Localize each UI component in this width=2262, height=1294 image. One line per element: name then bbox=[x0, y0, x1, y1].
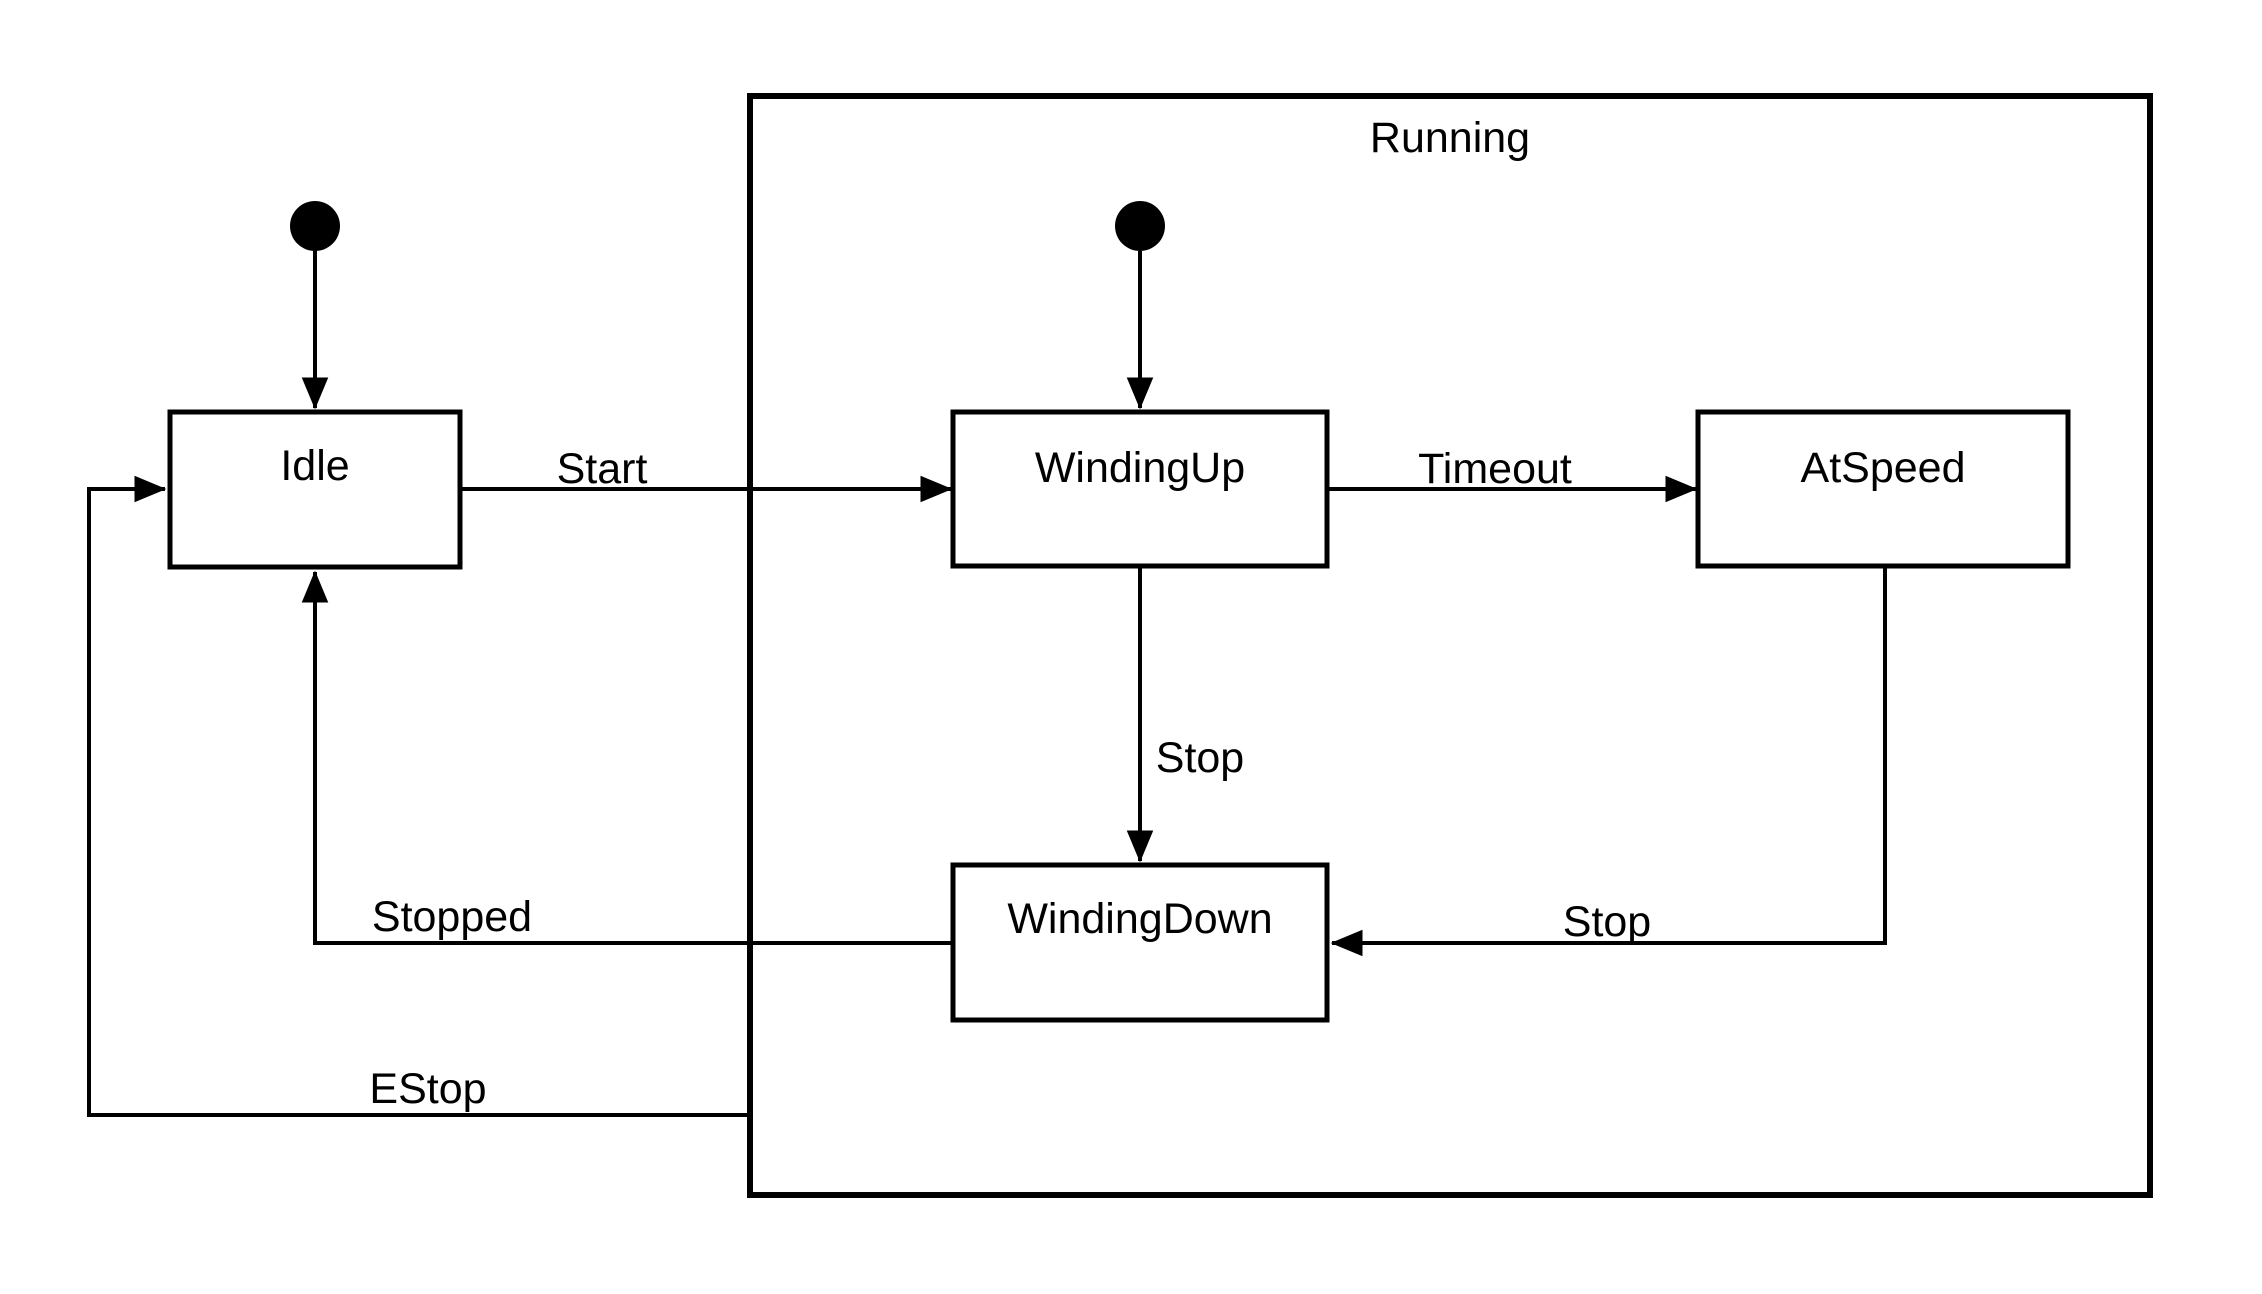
composite-state-running-label: Running bbox=[1370, 114, 1530, 162]
initial-state-dot-idle bbox=[290, 201, 340, 251]
transition-stop-atspeed-label: Stop bbox=[1563, 898, 1651, 946]
state-windingup bbox=[950, 409, 1330, 569]
state-windingdown-label: WindingDown bbox=[1007, 895, 1272, 943]
composite-state-running bbox=[747, 93, 2153, 1198]
state-idle-label: Idle bbox=[280, 442, 349, 490]
transition-timeout-label: Timeout bbox=[1418, 445, 1572, 493]
initial-state-dot-windingup bbox=[1115, 201, 1165, 251]
state-idle bbox=[167, 409, 463, 570]
state-atspeed bbox=[1695, 409, 2071, 569]
transition-estop-label: EStop bbox=[369, 1065, 486, 1113]
state-windingdown bbox=[950, 862, 1330, 1023]
transition-stopped-line bbox=[301, 570, 953, 945]
transition-start-label: Start bbox=[557, 445, 648, 493]
state-windingup-label: WindingUp bbox=[1035, 444, 1245, 492]
transition-stop-windingup-label: Stop bbox=[1156, 734, 1244, 782]
transition-stopped-label: Stopped bbox=[372, 893, 532, 941]
transition-stop-atspeed-line bbox=[1330, 566, 1887, 957]
state-atspeed-label: AtSpeed bbox=[1801, 444, 1966, 492]
transition-estop-line bbox=[87, 475, 753, 1117]
